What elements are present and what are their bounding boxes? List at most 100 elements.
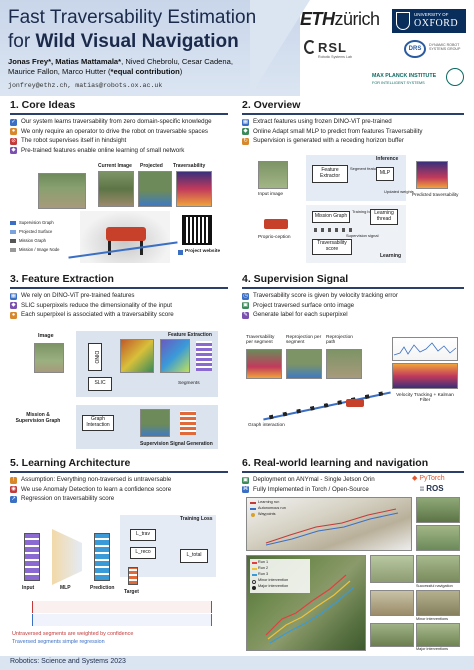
poster-title-line1: Fast Traversability Estimation — [8, 7, 257, 28]
velocity-tracking-label: Velocity Tracking + Kalman Filter — [396, 393, 454, 404]
overview-figure: Inference Learning Input image Feature E… — [242, 149, 464, 267]
bullet-text: We only require an operator to drive the… — [21, 127, 208, 135]
projected-photo — [138, 171, 172, 207]
authors-line2-bold: *equal contribution — [110, 67, 180, 76]
learning-thread-text: Learning thread — [374, 210, 394, 222]
run-label: Run 3 — [258, 572, 269, 576]
poster-footer: Robotics: Science and Systems 2023 — [0, 656, 474, 670]
pytorch-logo: ◆ PyTorch — [412, 474, 445, 482]
legend-label: Mission / Image Node — [19, 247, 60, 252]
run-swatch — [252, 586, 256, 590]
bullet-list: ▦We rely on DINO-ViT pre-trained feature… — [10, 291, 174, 320]
bullet-text: Fully Implemented in Torch / Open-Source — [253, 485, 369, 493]
section-rule — [242, 287, 464, 289]
supervision-signal-label: Supervision signal — [346, 233, 379, 238]
dino-box: DINO — [88, 343, 102, 371]
bullet-item: ◆ SLIC superpixels reduce the dimensional… — [10, 301, 174, 311]
robot-icon: ● — [10, 128, 17, 135]
traversability-score-box: Traversability score — [312, 239, 352, 255]
target-stack — [128, 567, 138, 585]
no-icon: ⊘ — [10, 137, 17, 145]
bullet-item: ● We only require an operator to drive th… — [10, 127, 212, 137]
equation-line2 — [32, 614, 212, 626]
title-bold: Wild Visual Navigation — [35, 31, 239, 52]
nav-photo — [370, 555, 414, 583]
bullet-text: Each superpixel is associated with a tra… — [21, 311, 174, 318]
run-label: Run 2 — [258, 566, 269, 570]
run-path — [265, 508, 399, 546]
input-image-photo — [258, 161, 288, 189]
bullet-item: ! Assumption: Everything non-traversed is… — [10, 475, 171, 485]
oxford-logo: UNIVERSITY OF OXFORD — [392, 9, 466, 33]
nav-photo — [370, 590, 414, 616]
prediction-label: Prediction — [90, 585, 115, 591]
segment-map — [160, 339, 190, 373]
label-projected: Projected — [140, 163, 163, 169]
bullet-text: Project traversed surface onto image — [253, 301, 355, 309]
network-icon: ◆ — [242, 128, 249, 135]
warning-icon: ! — [10, 476, 17, 484]
anomaly-icon: ◉ — [10, 486, 17, 493]
nav-photo — [416, 623, 460, 647]
eth-logo-suffix: zürich — [334, 9, 381, 29]
robot-photo-2 — [416, 525, 460, 551]
supervision-bars — [180, 411, 196, 435]
pytorch-flame-icon: ◆ — [412, 475, 418, 482]
mission-graph-box: Mission Graph — [312, 211, 350, 223]
bullet-item: ↗Regression on traversability score — [10, 494, 171, 504]
bullet-text: Assumption: Everything non-traversed is … — [21, 476, 172, 483]
feature-extraction-figure: Feature Extraction Supervision Signal Ge… — [10, 323, 228, 453]
run-swatch — [252, 562, 257, 564]
bullet-text: Generate label for each superpixel — [253, 311, 348, 318]
run-label: Minor intervention — [258, 578, 289, 582]
segments-label: Segments — [178, 381, 200, 386]
authors-line2-pre: Maurice Fallon, Marco Hutter ( — [8, 67, 111, 76]
graph-interaction-label: Graph interaction — [248, 423, 285, 428]
authors-line2-post: ) — [179, 67, 183, 76]
legend-swatch — [10, 221, 16, 225]
drs-logo-sub: DYNAMIC ROBOT SYSTEMS GROUP — [429, 43, 461, 52]
author-emails[interactable]: jonfrey@ethz.ch, matias@robots.ox.ac.uk — [8, 82, 163, 89]
authors-rest: , Nived Chebrolu, Cesar Cadena, — [121, 57, 233, 66]
input-stack — [24, 533, 40, 581]
label-traversability: Traversability — [173, 163, 206, 169]
network-icon: ◆ — [10, 147, 17, 154]
runs-legend: Run 1 Run 2 Run 3 Minor intervention Maj… — [250, 559, 310, 593]
mission-graph-text: Mission Graph — [314, 213, 348, 220]
caption-minor: Minor interventions — [416, 617, 449, 621]
authors: Jonas Frey*, Matias Mattamala*, Nived Ch… — [8, 57, 308, 77]
loss-reco-text: L_reco — [135, 549, 151, 556]
legend-label: Learning run — [258, 500, 280, 504]
nav-photo — [370, 623, 414, 647]
section-title: 2. Overview — [242, 99, 301, 111]
image-photo — [34, 343, 64, 373]
section-title: 3. Feature Extraction — [10, 273, 114, 285]
qr-label[interactable]: Project website — [185, 249, 221, 254]
learning-label: Learning — [380, 253, 402, 259]
legend-swatch — [10, 239, 16, 243]
bullet-text: Pre-trained features enable online learn… — [21, 146, 185, 154]
label-icon: ✎ — [242, 311, 249, 319]
inference-label: Inference — [376, 156, 399, 162]
qr-code[interactable] — [182, 215, 212, 245]
real-world-figure: Learning run Autonomous run Waypoints Ru… — [242, 495, 464, 653]
trav-per-segment-label: Traversability per segment — [246, 335, 275, 346]
rsl-logo-sub: Robotic Systems Lab — [318, 55, 352, 59]
bullet-text: SLIC superpixels reduce the dimensionali… — [21, 301, 172, 309]
bullet-item: ◉We use Anomaly Detection to learn a con… — [10, 485, 171, 495]
buffer-icon: ↻ — [242, 137, 249, 145]
bullet-text: Regression on traversability score — [21, 495, 115, 502]
slic-box: SLIC — [88, 377, 112, 391]
section-rule — [10, 113, 228, 115]
note-untraversed: Untraversed segments are weighted by con… — [12, 631, 134, 637]
feature-extractor-box: Feature Extractor — [312, 165, 348, 183]
supervision-gen-label: Supervision Signal Generation — [140, 441, 213, 447]
pytorch-text: PyTorch — [419, 475, 445, 482]
bullet-item: ✓Our system learns traversability from z… — [10, 117, 212, 127]
legend-swatch — [250, 508, 256, 510]
section-overview: 2. Overview ▦Extract features using froz… — [242, 99, 464, 269]
input-label: Input — [22, 585, 35, 591]
superpixel-icon: ◆ — [10, 302, 17, 309]
velocity-icon: ◷ — [242, 292, 249, 300]
code-icon: ⌘ — [242, 486, 249, 493]
